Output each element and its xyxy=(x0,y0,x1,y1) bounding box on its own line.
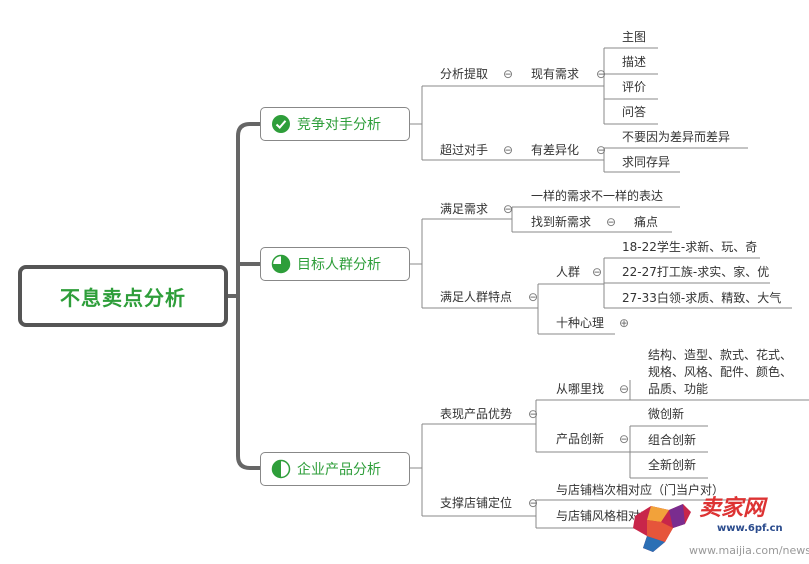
node-existing-needs[interactable]: 现有需求 xyxy=(531,67,580,81)
node-surpass-rivals[interactable]: 超过对手 xyxy=(440,143,489,157)
collapse-icon[interactable]: ⊖ xyxy=(503,67,514,81)
leaf-combination-innovation[interactable]: 组合创新 xyxy=(648,433,697,447)
branch-label: 企业产品分析 xyxy=(297,462,381,478)
collapse-icon[interactable]: ⊖ xyxy=(528,290,539,304)
node-product-innovation[interactable]: 产品创新 xyxy=(556,432,605,446)
collapse-icon[interactable]: ⊖ xyxy=(606,215,617,229)
leaf-seek-common-ground[interactable]: 求同存异 xyxy=(622,155,671,169)
watermark: 卖家网 www.6pf.cn www.maijia.com/news xyxy=(625,492,809,564)
root-node[interactable]: 不息卖点分析 xyxy=(18,265,228,327)
leaf-reviews[interactable]: 评价 xyxy=(622,80,647,94)
watermark-brand: 卖家网 xyxy=(699,496,766,521)
watermark-domain: www.6pf.cn xyxy=(717,523,783,534)
watermark-url: www.maijia.com/news xyxy=(689,544,809,557)
leaf-brand-new-innovation[interactable]: 全新创新 xyxy=(648,458,697,472)
node-where-to-find[interactable]: 从哪里找 xyxy=(556,382,605,396)
three-quarter-pie-icon xyxy=(271,254,291,274)
node-differentiation[interactable]: 有差异化 xyxy=(531,143,580,157)
root-label: 不息卖点分析 xyxy=(60,285,186,310)
leaf-audience-workers[interactable]: 22-27打工族-求实、家、优 xyxy=(622,265,770,279)
expand-icon[interactable]: ⊕ xyxy=(619,316,630,330)
leaf-audience-students[interactable]: 18-22学生-求新、玩、奇 xyxy=(622,240,758,254)
leaf-same-need-different-expression[interactable]: 一样的需求不一样的表达 xyxy=(531,189,664,203)
leaf-pain-points[interactable]: 痛点 xyxy=(634,215,659,229)
node-audience-traits[interactable]: 满足人群特点 xyxy=(440,290,513,304)
collapse-icon[interactable]: ⊖ xyxy=(528,496,539,510)
collapse-icon[interactable]: ⊖ xyxy=(592,265,603,279)
node-ten-psychologies[interactable]: 十种心理 xyxy=(556,316,605,330)
collapse-icon[interactable]: ⊖ xyxy=(596,67,607,81)
branch-target-audience-analysis[interactable]: 目标人群分析 xyxy=(260,247,410,281)
collapse-icon[interactable]: ⊖ xyxy=(596,143,607,157)
leaf-qa[interactable]: 问答 xyxy=(622,105,647,119)
node-analysis-extract[interactable]: 分析提取 xyxy=(440,67,489,81)
collapse-icon[interactable]: ⊖ xyxy=(503,143,514,157)
leaf-micro-innovation[interactable]: 微创新 xyxy=(648,407,685,421)
branch-label: 目标人群分析 xyxy=(297,257,381,273)
leaf-match-store-tier[interactable]: 与店铺档次相对应（门当户对） xyxy=(556,483,725,497)
bull-logo-icon xyxy=(633,504,691,552)
collapse-icon[interactable]: ⊖ xyxy=(503,202,514,216)
check-circle-icon xyxy=(272,115,290,133)
leaf-match-store-style[interactable]: 与店铺风格相对应 xyxy=(556,509,653,523)
collapse-icon[interactable]: ⊖ xyxy=(619,432,630,446)
leaf-attributes-line-2[interactable]: 规格、风格、配件、颜色、 xyxy=(648,365,793,379)
collapse-icon[interactable]: ⊖ xyxy=(619,382,630,396)
collapse-icon[interactable]: ⊖ xyxy=(528,407,539,421)
node-meet-needs[interactable]: 满足需求 xyxy=(440,202,489,216)
node-show-product-advantages[interactable]: 表现产品优势 xyxy=(440,407,513,421)
half-circle-icon xyxy=(271,459,291,479)
leaf-audience-white-collar[interactable]: 27-33白领-求质、精致、大气 xyxy=(622,291,782,305)
branch-label: 竞争对手分析 xyxy=(297,117,381,133)
branch-enterprise-product-analysis[interactable]: 企业产品分析 xyxy=(260,452,410,486)
leaf-main-image[interactable]: 主图 xyxy=(622,30,647,44)
leaf-attributes-line-1[interactable]: 结构、造型、款式、花式、 xyxy=(648,348,793,362)
node-audience[interactable]: 人群 xyxy=(556,265,581,279)
branch-competitor-analysis[interactable]: 竞争对手分析 xyxy=(260,107,410,141)
node-find-new-needs[interactable]: 找到新需求 xyxy=(531,215,592,229)
leaf-attributes-line-3[interactable]: 品质、功能 xyxy=(648,382,709,396)
leaf-no-difference-for-its-sake[interactable]: 不要因为差异而差异 xyxy=(622,130,731,144)
leaf-description[interactable]: 描述 xyxy=(622,55,647,69)
node-support-store-positioning[interactable]: 支撑店铺定位 xyxy=(440,496,513,510)
